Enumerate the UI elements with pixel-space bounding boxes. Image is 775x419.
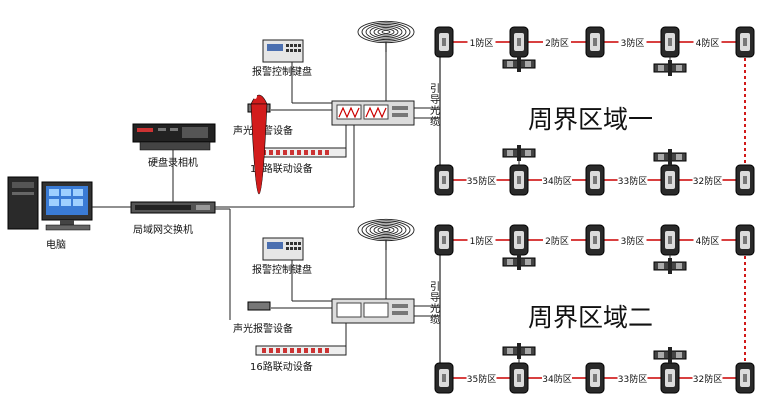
zone-label: 32防区	[693, 373, 722, 385]
computer	[7, 176, 93, 231]
linkage-label: 16路联动设备	[250, 162, 313, 175]
linkage-label: 16路联动设备	[250, 360, 313, 373]
fence-sensor-icon	[660, 26, 680, 58]
fence-sensor-icon	[585, 224, 605, 256]
alarm-host	[331, 106, 415, 324]
zone-label: 35防区	[467, 175, 496, 187]
alarm-keyboard	[262, 237, 304, 261]
zone-label: 4防区	[696, 37, 720, 49]
fence-sensor-icon	[660, 224, 680, 256]
fence-bracket-icon	[502, 56, 536, 72]
guide-cable-label: 引导光缆	[430, 83, 440, 128]
alarm-host	[331, 100, 415, 126]
fence-bracket-icon	[502, 254, 536, 270]
linkage-device	[255, 147, 347, 158]
fence-sensor-icon	[434, 362, 454, 394]
fence-bracket-icon	[653, 149, 687, 165]
zone-label: 1防区	[470, 235, 494, 247]
fence-bracket-icon	[653, 60, 687, 76]
fence-sensor-icon	[434, 164, 454, 196]
fence-sensor-icon	[434, 224, 454, 256]
fence-bracket-icon	[653, 347, 687, 363]
fence-sensor-icon	[509, 362, 529, 394]
fence-sensor-icon	[434, 26, 454, 58]
siren-label: 声光报警设备	[233, 322, 293, 335]
zone-label: 3防区	[621, 37, 645, 49]
fence-sensor-icon	[735, 362, 755, 394]
network-switch	[130, 201, 216, 214]
fence-bracket-icon	[502, 145, 536, 161]
fence-sensor-icon	[735, 26, 755, 58]
dvr	[132, 123, 216, 151]
switch-label: 局域网交换机	[133, 223, 193, 236]
guide-cable-label: 引导光缆	[430, 281, 440, 326]
zone-label: 33防区	[618, 373, 647, 385]
linkage-device	[255, 345, 347, 356]
fence-sensor-icon	[660, 164, 680, 196]
zone-label: 4防区	[696, 235, 720, 247]
zone-label: 2防区	[545, 235, 569, 247]
fence-sensor-icon	[660, 362, 680, 394]
alarm-keyboard	[262, 39, 304, 63]
siren-icon	[247, 103, 271, 311]
fence-sensor-icon	[735, 164, 755, 196]
antenna-dish-icon	[357, 20, 415, 52]
backbone-wires	[92, 123, 355, 320]
fence-sensor-icon	[585, 362, 605, 394]
zone-label: 34防区	[542, 175, 571, 187]
zone-label: 35防区	[467, 373, 496, 385]
fence-sensor-icon	[509, 224, 529, 256]
alarm-keyboard-label: 报警控制键盘	[252, 263, 312, 276]
zone-label: 1防区	[470, 37, 494, 49]
fence-sensor-icon	[735, 224, 755, 256]
zone-label: 2防区	[545, 37, 569, 49]
fence-sensor-icon	[585, 164, 605, 196]
fence-bracket-icon	[653, 258, 687, 274]
area-title: 周界区域一	[528, 105, 653, 134]
fence-sensor-icon	[509, 164, 529, 196]
zone-label: 34防区	[542, 373, 571, 385]
perimeter-system-1: 报警控制键盘声光报警设备16路联动设备引导光缆周界区域一1防区2防区3防区4防区…	[233, 20, 755, 196]
alarm-keyboard-label: 报警控制键盘	[252, 65, 312, 78]
computer-label: 电脑	[46, 238, 66, 251]
zone-label: 32防区	[693, 175, 722, 187]
fence-bracket-icon	[502, 343, 536, 359]
zone-label: 33防区	[618, 175, 647, 187]
fence-sensor-icon	[585, 26, 605, 58]
fence-sensor-icon	[509, 26, 529, 58]
zone-label: 3防区	[621, 235, 645, 247]
antenna-dish-icon	[357, 218, 415, 250]
area-title: 周界区域二	[528, 303, 653, 332]
